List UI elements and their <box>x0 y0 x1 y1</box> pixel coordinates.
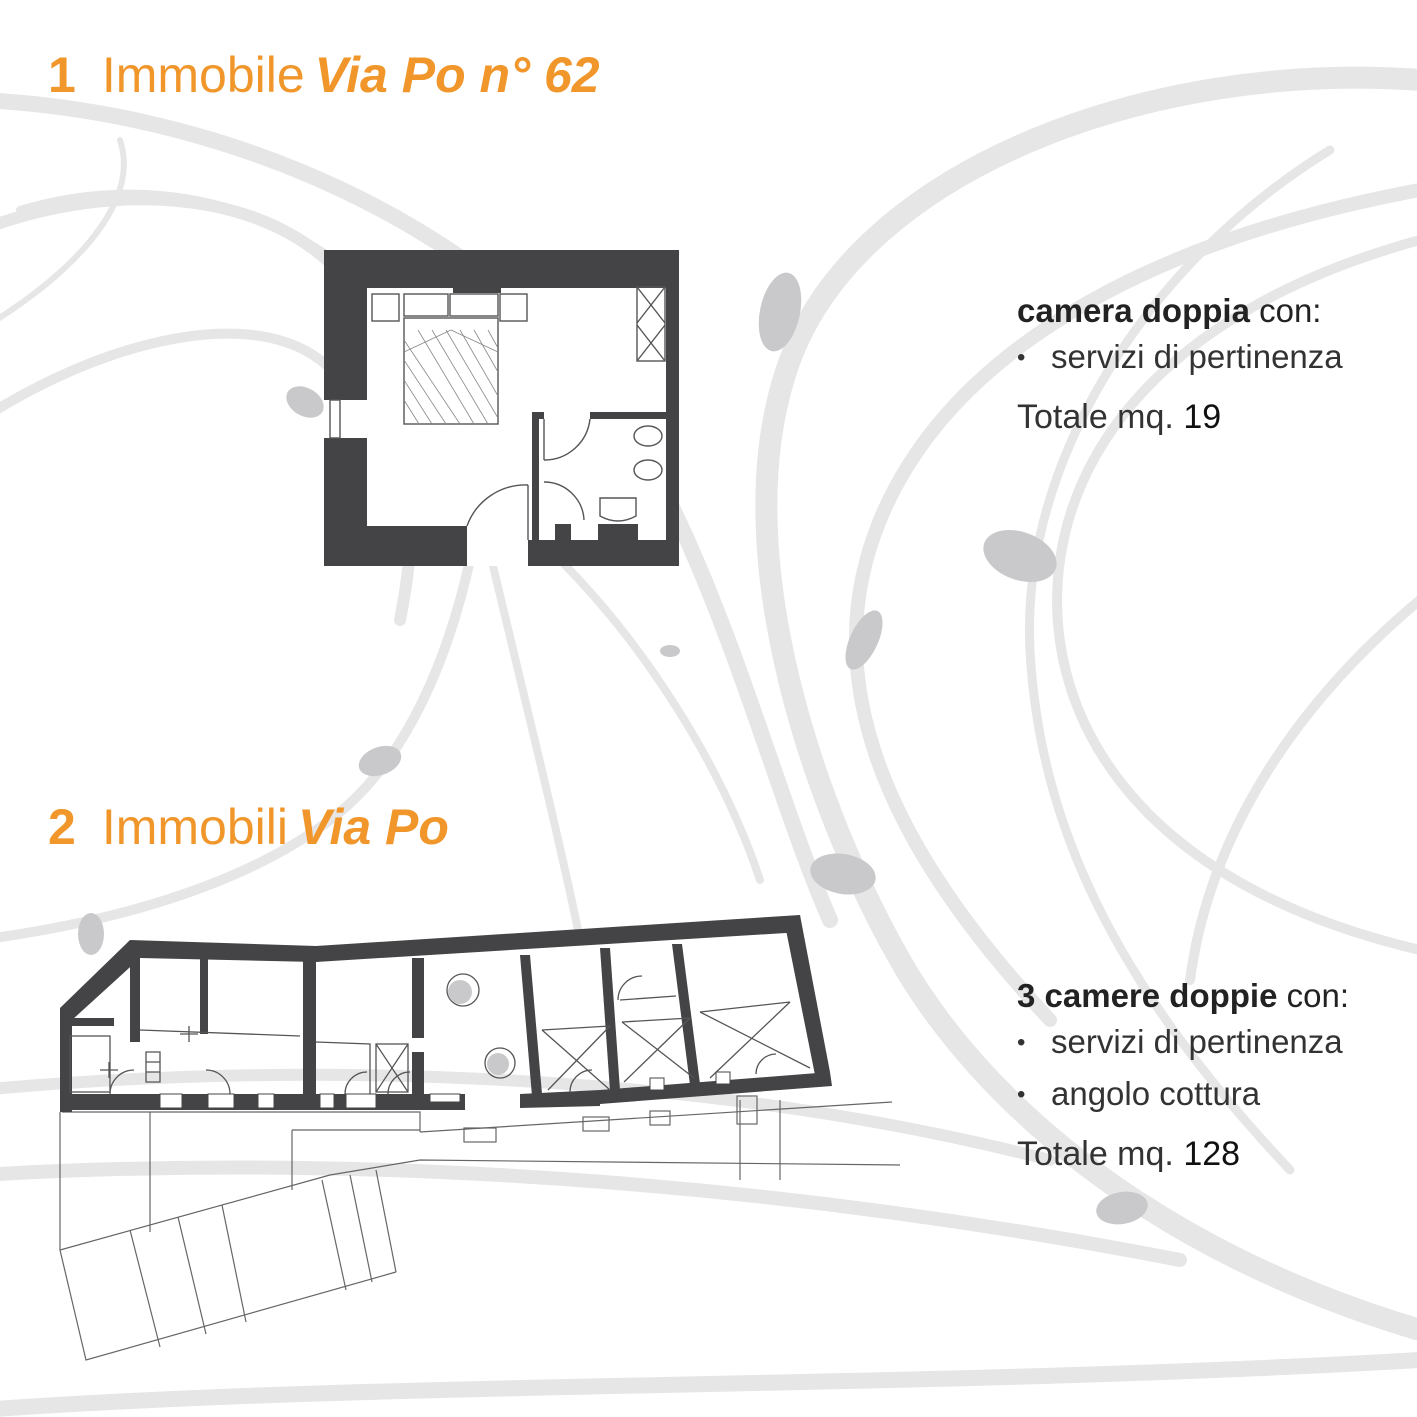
section-2-feature-text: angolo cottura <box>1051 1075 1261 1112</box>
bullet-icon: • <box>1017 1081 1026 1108</box>
section-1-lead-rest: con: <box>1249 292 1322 329</box>
section-2-lead-bold: 3 camere doppie <box>1017 977 1278 1014</box>
section-1-total: Totale mq. 19 <box>1017 398 1343 437</box>
section-2-total-value: 128 <box>1183 1135 1241 1173</box>
bullet-icon: • <box>1017 344 1026 371</box>
section-1-word: Immobile <box>101 47 305 103</box>
section-1-lead: camera doppia con: <box>1017 292 1343 330</box>
section-2-feature: • angolo cottura <box>1017 1075 1349 1113</box>
bullet-icon: • <box>1017 1029 1026 1056</box>
section-1-feature: • servizi di pertinenza <box>1017 338 1343 376</box>
section-1-street: Via Po n° 62 <box>314 47 600 103</box>
section-2-lead: 3 camere doppie con: <box>1017 977 1349 1015</box>
section-1-lead-bold: camera doppia <box>1017 292 1250 329</box>
section-2-street: Via Po <box>297 799 449 855</box>
section-1-total-label: Totale mq. <box>1017 398 1184 436</box>
section-1-total-value: 19 <box>1183 398 1222 436</box>
section-2-info: 3 camere doppie con: • servizi di pertine… <box>1017 977 1349 1174</box>
section-1-info: camera doppia con: • servizi di pertinenz… <box>1017 292 1343 437</box>
section-1-feature-list: • servizi di pertinenza <box>1017 338 1343 376</box>
section-2-word: Immobili <box>101 799 288 855</box>
section-2-total-label: Totale mq. <box>1017 1135 1184 1173</box>
section-1-number: 1 <box>48 47 76 103</box>
section-2-feature-list: • servizi di pertinenza • angolo cottura <box>1017 1023 1349 1113</box>
section-2-feature: • servizi di pertinenza <box>1017 1023 1349 1061</box>
section-1-feature-text: servizi di pertinenza <box>1051 338 1343 375</box>
section-2-feature-text: servizi di pertinenza <box>1051 1023 1343 1060</box>
section-2-lead-rest: con: <box>1277 977 1349 1014</box>
section-2-number: 2 <box>48 799 76 855</box>
section-2-total: Totale mq. 128 <box>1017 1135 1349 1174</box>
